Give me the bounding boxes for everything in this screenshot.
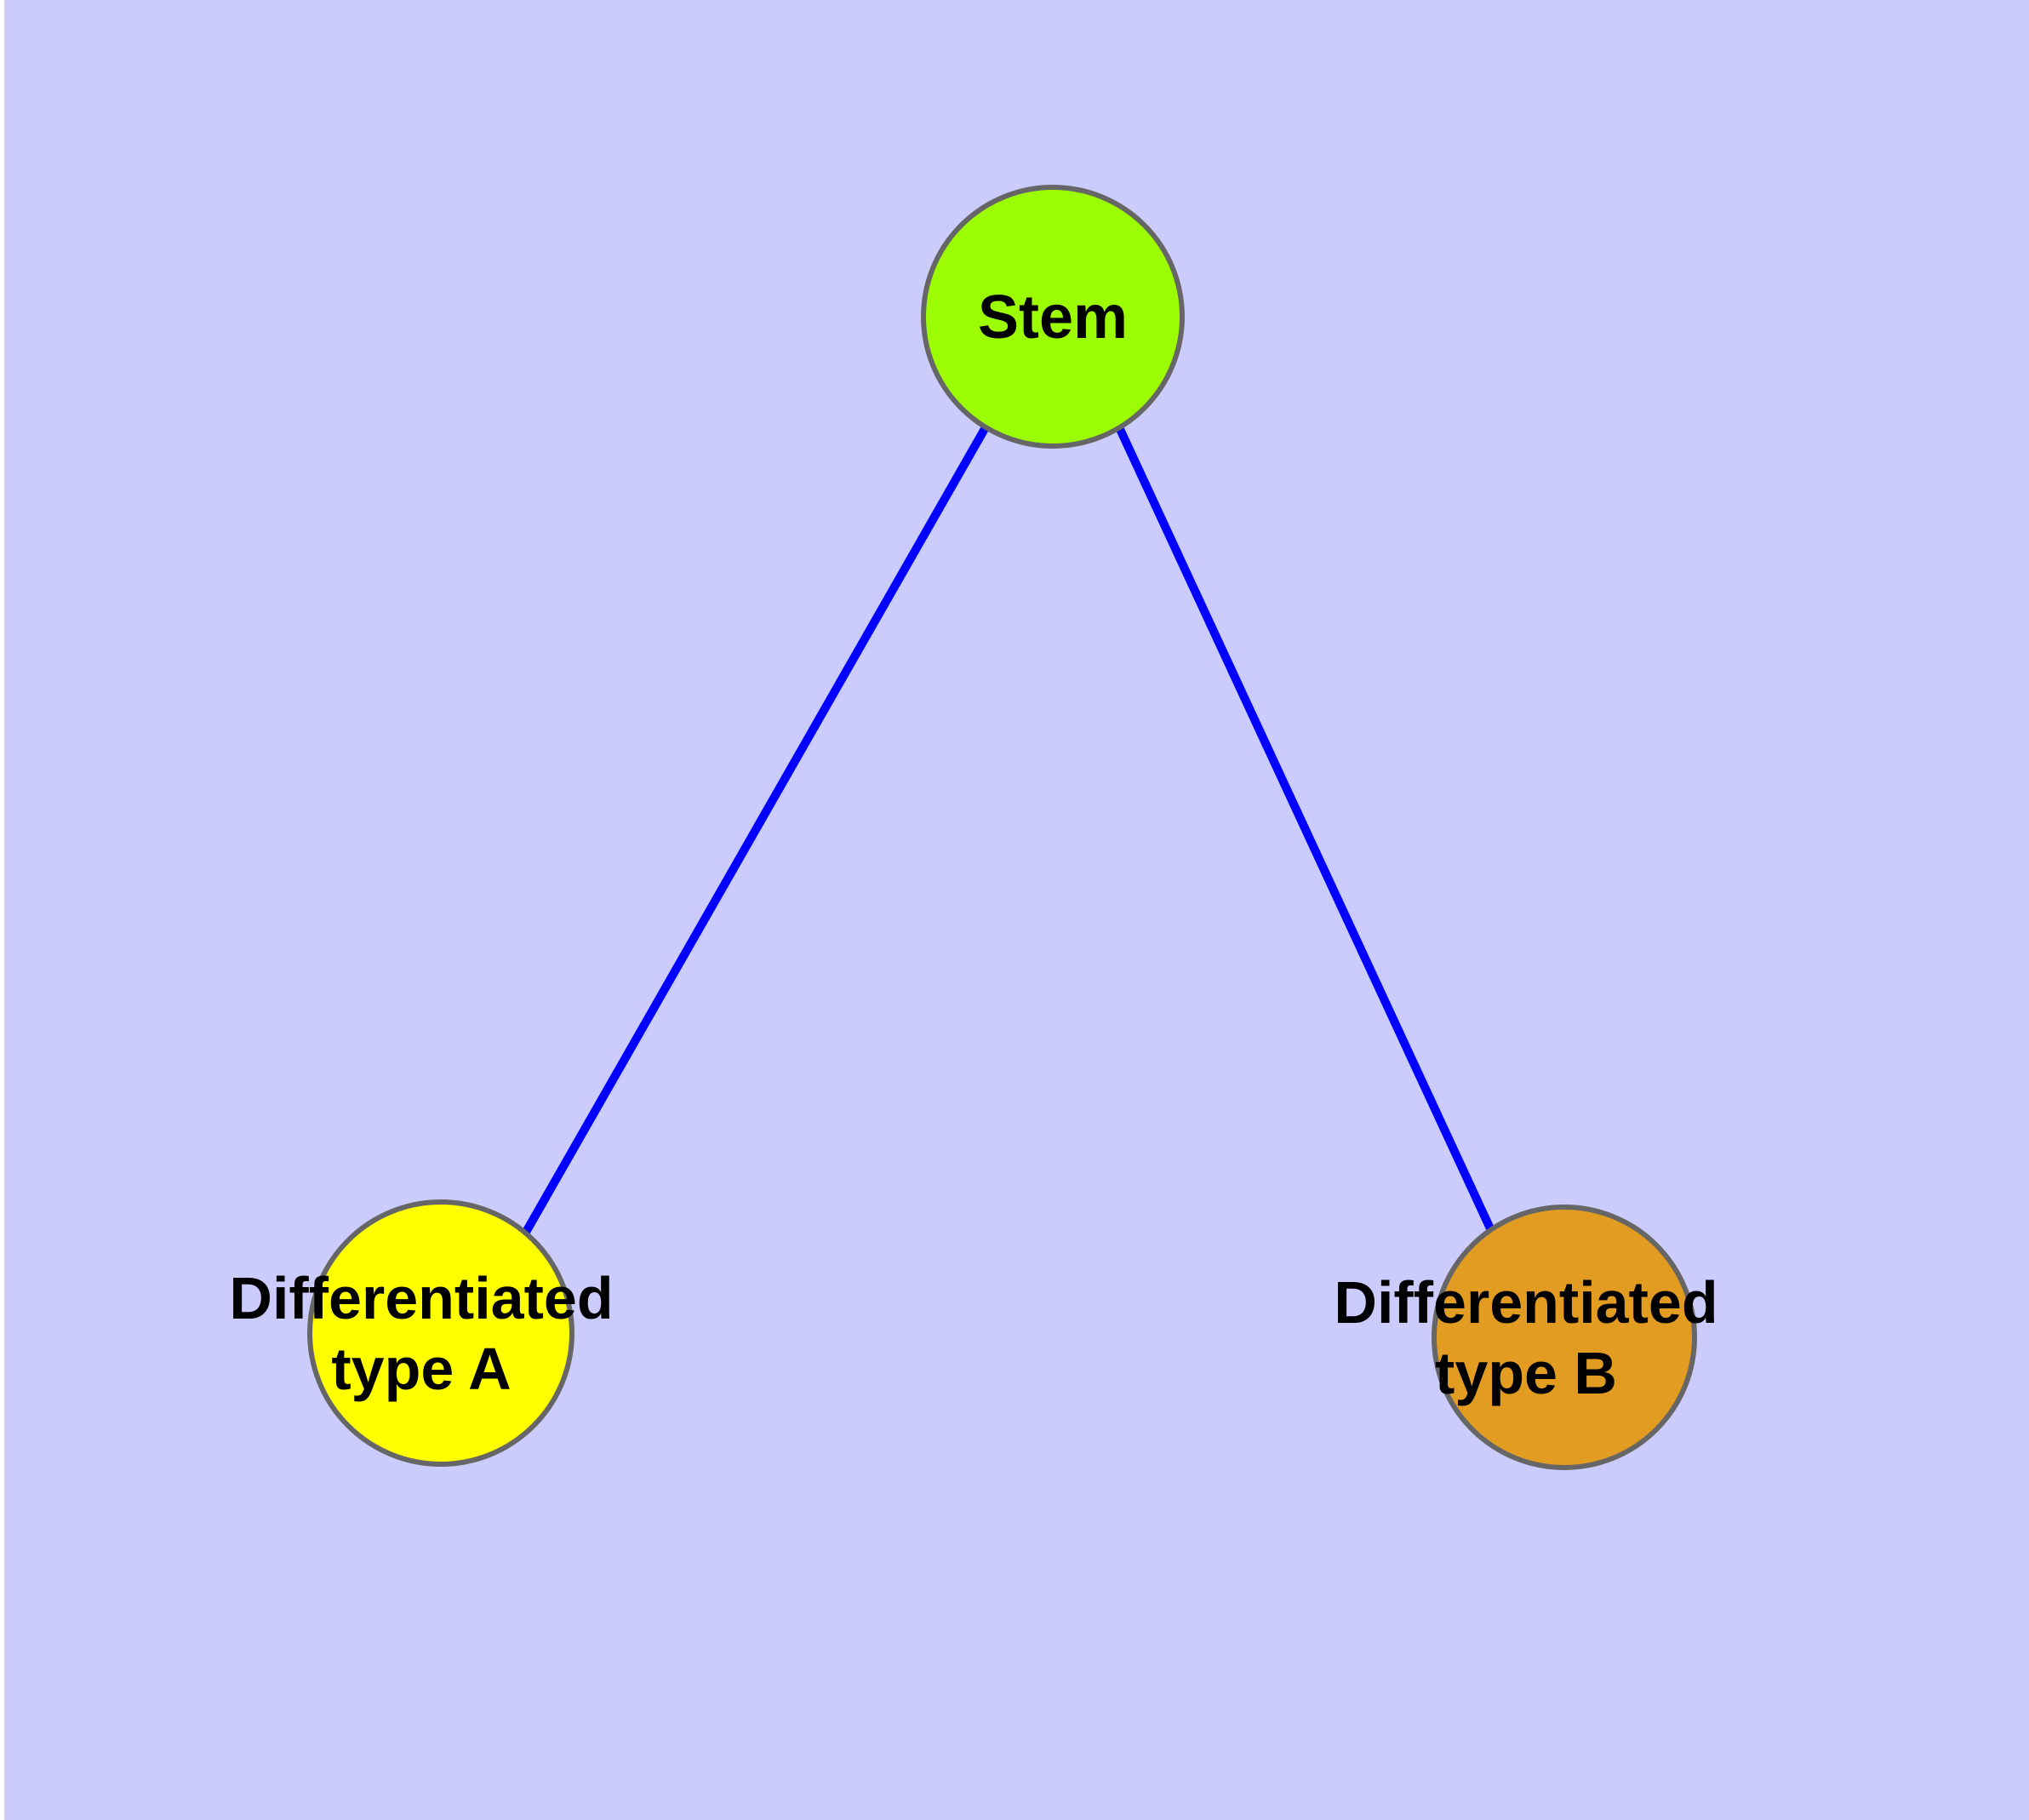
node-differentiated-type-b-label-line2: type B	[1435, 1340, 1617, 1406]
node-differentiated-type-a-circle[interactable]	[307, 1199, 574, 1467]
node-differentiated-type-a-label-line2: type A	[331, 1336, 511, 1402]
node-stem-circle[interactable]	[921, 185, 1185, 449]
node-differentiated-type-b-label-line1: Differentiated	[1334, 1269, 1718, 1336]
edge-stem-to-type-b[interactable]	[1115, 425, 1499, 1240]
node-differentiated-type-a-label-line1: Differentiated	[229, 1265, 613, 1331]
node-differentiated-type-b-circle[interactable]	[1432, 1205, 1697, 1470]
node-stem-label-line1: Stem	[978, 283, 1128, 352]
edge-stem-to-type-a[interactable]	[521, 425, 990, 1236]
node-stem[interactable]: Stem	[921, 185, 1185, 449]
node-differentiated-type-a[interactable]: Differentiated type A	[229, 1199, 614, 1467]
edge-layer	[521, 425, 1499, 1240]
node-differentiated-type-b[interactable]: Differentiated type B	[1334, 1205, 1718, 1470]
node-layer: Stem Differentiated type A Differentiate…	[229, 185, 1718, 1470]
